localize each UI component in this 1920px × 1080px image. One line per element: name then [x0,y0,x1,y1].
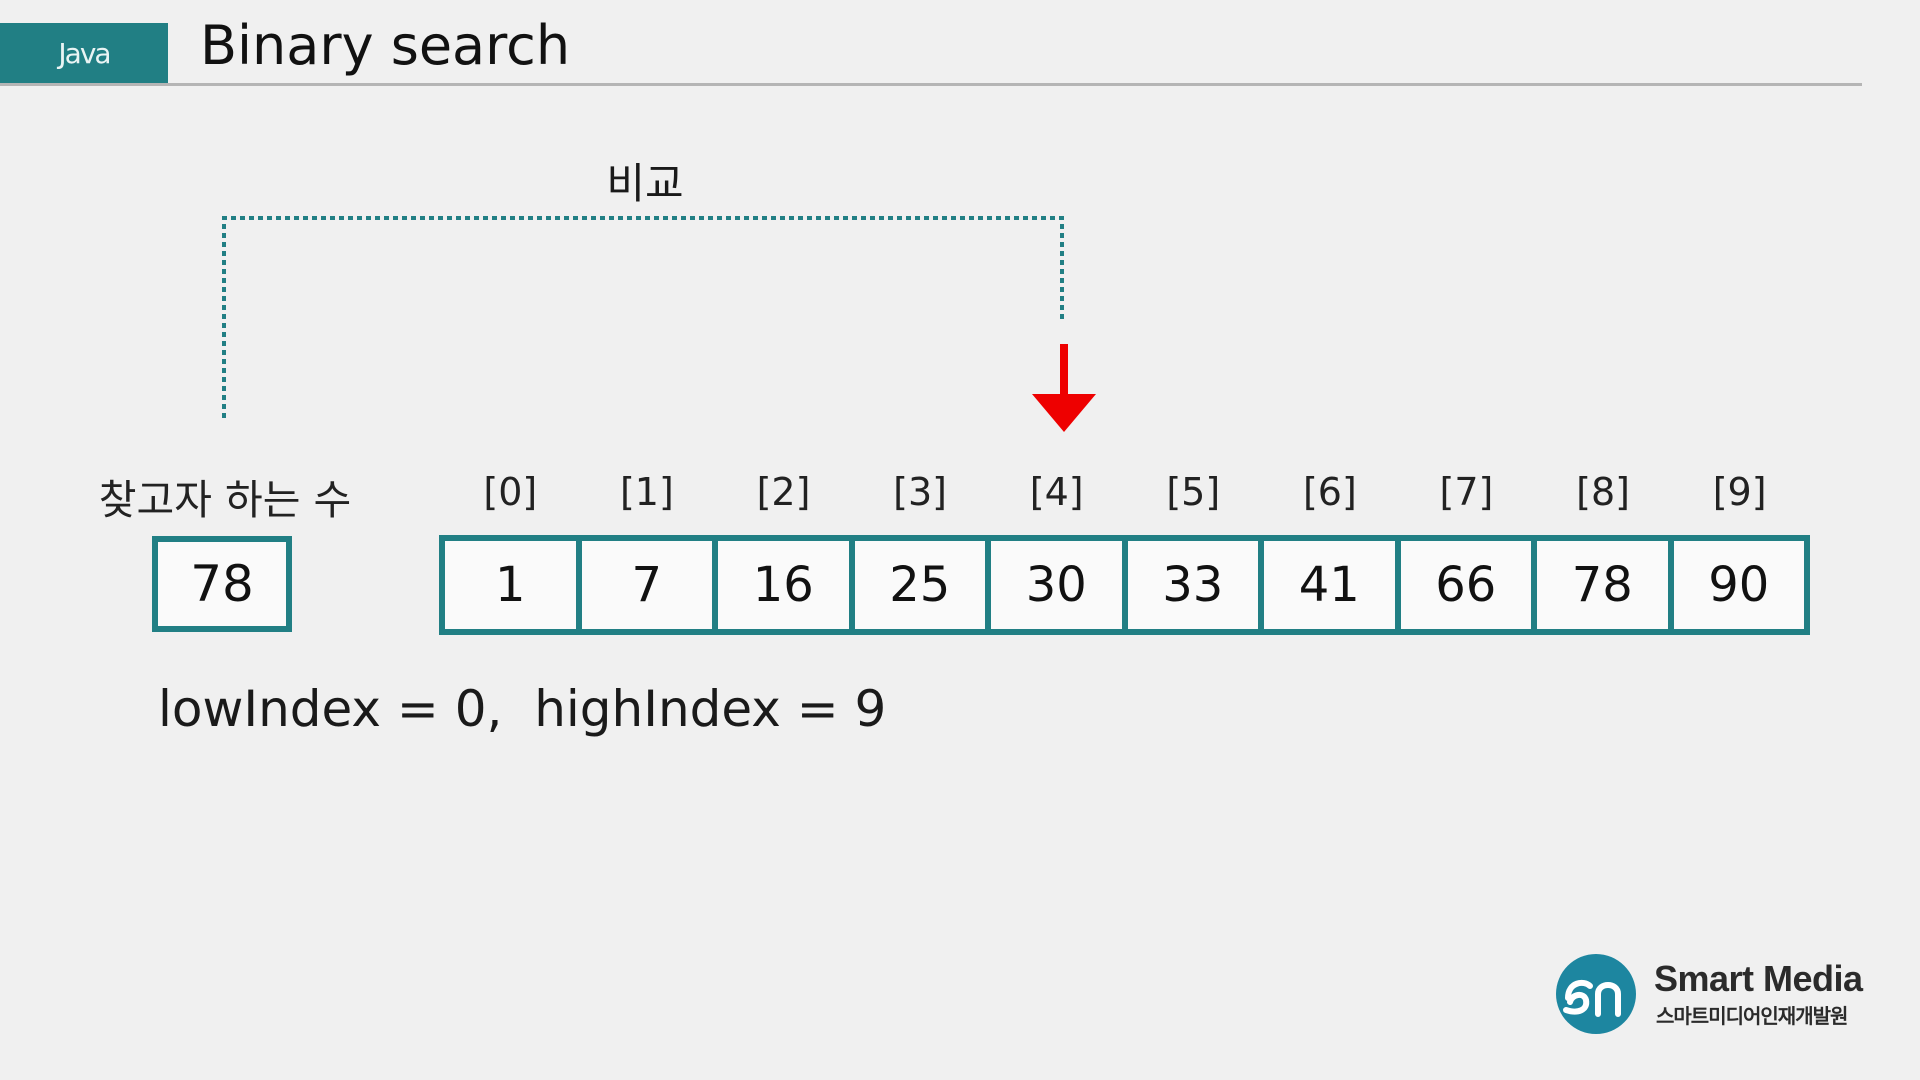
array-cell: 1 [445,541,582,629]
sorted-array: 1 7 16 25 30 33 41 66 78 90 [439,535,1810,635]
array-index: [9] [1712,470,1767,514]
array-cell: 78 [1537,541,1674,629]
array-index: [3] [893,470,947,514]
array-cell: 30 [991,541,1128,629]
array-index: [5] [1166,470,1221,514]
array-indices: [0] [1] [2] [3] [4] [5] [6] [7] [8] [9] [442,470,1808,520]
slide-title: Binary search [200,14,571,77]
array-cell: 66 [1401,541,1537,629]
array-cell: 33 [1128,541,1264,629]
array-index: [7] [1439,470,1494,514]
target-value-box: 78 [152,536,292,632]
brand-subtitle: 스마트미디어인재개발원 [1656,1004,1848,1028]
array-index: [2] [756,470,811,514]
target-label: 찾고자 하는 수 [98,476,352,524]
language-tag: Java [0,23,168,83]
array-cell: 25 [855,541,991,629]
smart-media-logo-icon [1556,954,1636,1034]
brand-name: Smart Media [1654,958,1863,999]
array-cell: 41 [1264,541,1401,629]
array-cell: 16 [718,541,855,629]
array-index: [4] [1029,470,1084,514]
array-index: [8] [1576,470,1630,514]
title-divider [0,83,1862,86]
pointer-arrow-icon [1032,344,1096,432]
index-status: lowIndex = 0, highIndex = 9 [158,680,887,738]
array-cell: 7 [582,541,718,629]
array-cell: 90 [1708,557,1770,613]
comparison-bracket [222,216,1064,418]
array-index: [6] [1302,470,1357,514]
compare-label: 비교 [606,159,684,208]
array-index: [0] [483,470,538,514]
array-index: [1] [619,470,674,514]
